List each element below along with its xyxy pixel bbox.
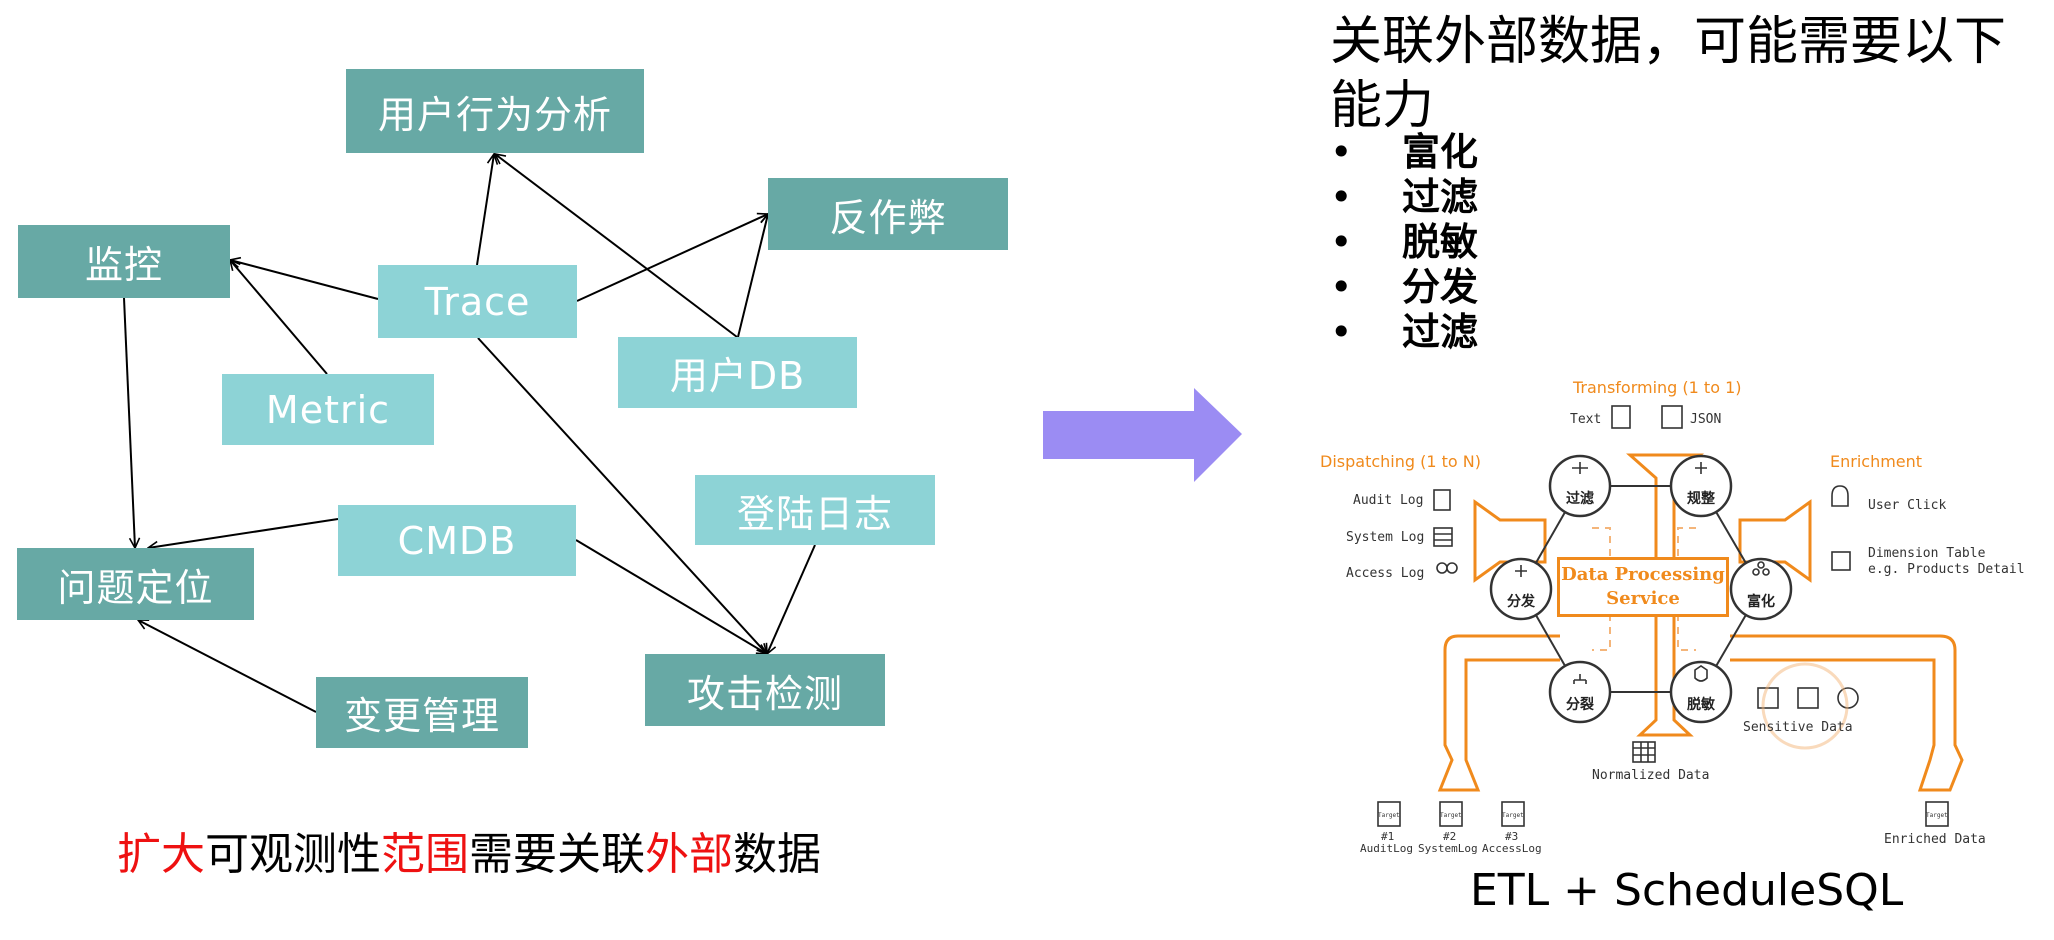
capability-item: • 脱敏 [1330,220,1478,265]
bullet-dot: • [1330,130,1353,174]
target-3-name: AccessLog [1482,842,1542,855]
capability-item: • 分发 [1330,265,1478,310]
edge-userdb-antifraud [737,214,768,338]
sensitive-icon-2 [1797,687,1819,709]
label-dimension-table: Dimension Table [1868,546,1986,561]
circle-enrich-label: 富化 [1747,594,1775,610]
left-funnel [1473,499,1547,583]
edge-metric-monitor [230,260,328,375]
capability-item: • 富化 [1330,130,1478,175]
circle-dispatch-label: 分发 [1507,594,1535,610]
system-log-icon [1433,527,1453,547]
capability-label: 分发 [1402,265,1479,309]
label-audit-log: Audit Log [1353,493,1424,508]
circle-filter-label: 过滤 [1566,491,1594,507]
label-normalized-data: Normalized Data [1592,768,1710,783]
node-cmdb: CMDB [338,505,576,576]
node-login-log: 登陆日志 [695,475,935,545]
caption-part-3: 范围 [381,829,469,880]
dimension-table-icon [1831,551,1851,571]
label-access-log: Access Log [1346,566,1425,581]
target-1-num: #1 [1381,830,1395,843]
right-pipe [1730,634,1964,792]
left-caption: 扩大可观测性范围需要关联外部数据 [117,818,821,882]
right-funnel [1738,499,1812,583]
edge-change-problem [138,619,317,713]
caption-part-2: 可观测性 [205,829,381,880]
node-anti-fraud: 反作弊 [768,178,1008,250]
capability-label: 过滤 [1402,310,1479,354]
capability-label: 过滤 [1402,175,1479,219]
node-attack-detect: 攻击检测 [645,654,885,726]
target-3-num: #3 [1505,830,1519,843]
access-log-icon [1436,562,1448,574]
node-change-mgmt: 变更管理 [316,677,528,748]
capability-list: • 富化 • 过滤 • 脱敏 • 分发 • 过滤 [1330,130,1478,355]
edge-trace-user-behavior [476,154,494,266]
target-1-name: AuditLog [1360,842,1413,855]
label-dispatching: Dispatching (1 to N) [1320,452,1481,471]
normalized-table-icon [1632,741,1656,763]
label-user-click: User Click [1868,498,1947,513]
node-user-behavior: 用户行为分析 [346,69,644,153]
capability-label: 富化 [1402,130,1479,174]
audit-log-icon [1433,489,1451,511]
node-metric: Metric [222,374,434,445]
edge-trace-antifraud [576,214,768,302]
label-transforming: Transforming (1 to 1) [1573,378,1742,397]
target-2-num: #2 [1443,830,1457,843]
caption-part-4: 需要关联 [469,829,645,880]
bullet-dot: • [1330,175,1353,219]
relation-arrows [123,0,816,713]
edge-monitor-problem [123,297,135,548]
node-trace: Trace [378,265,577,338]
circle-regulate-label: 规整 [1687,491,1715,507]
label-enriched-data: Enriched Data [1884,832,1986,847]
caption-part-5: 外部 [645,829,733,880]
circle-split-label: 分裂 [1566,697,1594,713]
label-text: Text [1570,412,1602,427]
capability-item: • 过滤 [1330,175,1478,220]
edge-trace-attack [477,337,767,654]
edge-login-attack [767,544,816,654]
target-2-name: SystemLog [1418,842,1478,855]
fingerprint-icon [1837,687,1859,709]
edge-trace-monitor [230,260,379,300]
bullet-dot: • [1330,265,1353,309]
target-tag-1: Target [1378,812,1400,819]
capability-label: 脱敏 [1402,220,1479,264]
sensitive-icon-1 [1757,687,1779,709]
text-doc-icon [1611,405,1631,429]
node-user-db: 用户DB [618,337,857,408]
node-monitor: 监控 [18,225,230,298]
bullet-dot: • [1330,310,1353,354]
target-tag-3: Target [1502,812,1524,819]
dps-line-1: Data Processing [1561,564,1725,585]
capability-item: • 过滤 [1330,310,1478,355]
caption-part-6: 数据 [733,829,821,880]
label-dimension-example: e.g. Products Detail [1868,562,2025,577]
target-tag-2: Target [1440,812,1462,819]
right-title: 关联外部数据，可能需要以下能力 [1330,12,2007,136]
target-tag-4: Target [1926,812,1948,819]
bullet-dot: • [1330,220,1353,264]
json-doc-icon [1661,405,1683,429]
dps-line-2: Service [1606,588,1680,609]
label-enrichment: Enrichment [1830,452,1923,471]
edge-cmdb-problem [148,518,339,548]
label-system-log: System Log [1346,530,1425,545]
data-processing-service: Data Processing Service [1557,557,1729,617]
edge-cmdb-attack [575,539,767,654]
edge-userdb-user-behavior [495,154,738,338]
left-pipe [1437,634,1560,792]
label-json: JSON [1690,412,1722,427]
caption-part-1: 扩大 [117,829,205,880]
circle-mask-label: 脱敏 [1687,697,1715,713]
node-problem-locate: 问题定位 [17,548,254,620]
sensitive-stamp [1761,662,1849,750]
etl-caption: ETL + ScheduleSQL [1470,865,1904,916]
label-sensitive-data: Sensitive Data [1743,720,1853,735]
